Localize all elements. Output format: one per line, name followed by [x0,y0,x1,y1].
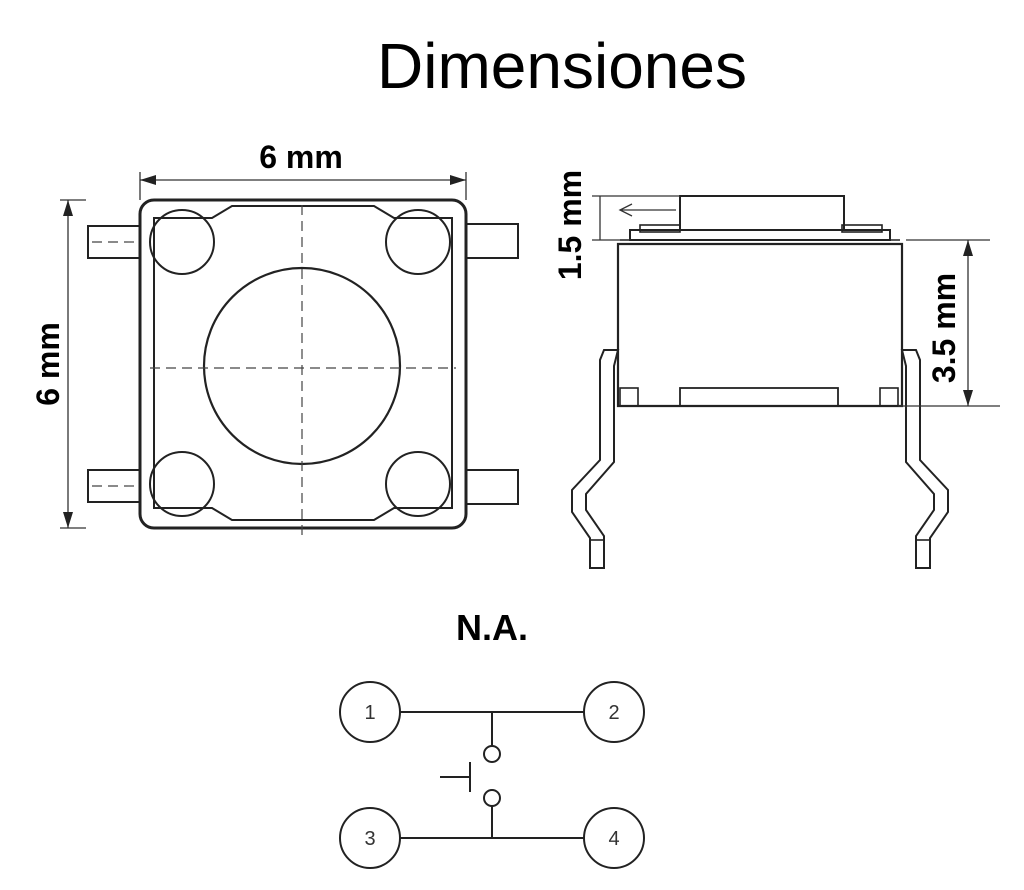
side-base [679,387,839,407]
body-height-label: 3.5 mm [926,273,962,383]
schematic-label: N.A. [456,607,528,648]
switch-body-outline [138,198,468,530]
switch-body-inner [153,205,453,521]
side-view: 1.5 mm 3.5 mm [552,170,1000,569]
switch-contact-bottom [483,789,501,807]
corner-hole-top-left [149,209,215,275]
page-title: Dimensiones [377,30,747,102]
side-body [616,242,904,408]
push-actuator-symbol [440,762,471,792]
pin-3-label: 3 [364,828,375,850]
schematic: N.A. 1 2 3 4 [339,607,645,869]
side-actuator [679,195,845,231]
pin-3: 3 [339,807,401,869]
terminal-top-right [465,223,519,259]
pin-2: 2 [583,681,645,743]
corner-hole-bottom-left [149,451,215,517]
actuator-height-dimension: 1.5 mm [552,170,680,280]
terminal-bottom-right [465,469,519,505]
actuator-height-label: 1.5 mm [552,170,588,280]
height-dimension: 6 mm [30,199,86,529]
corner-hole-top-right [385,209,451,275]
pin-1-label: 1 [364,702,375,724]
body-height-dimension: 3.5 mm [898,239,1000,407]
side-left-lead [571,349,620,569]
corner-hole-bottom-right [385,451,451,517]
top-view: 6 mm 6 mm [30,139,519,540]
pin-4-label: 4 [608,828,619,850]
switch-contact-top [483,745,501,763]
pin-2-label: 2 [608,702,619,724]
height-label: 6 mm [30,322,66,406]
pin-1: 1 [339,681,401,743]
pin-4: 4 [583,807,645,869]
width-dimension: 6 mm [139,139,467,200]
width-label: 6 mm [259,139,343,175]
terminal-bottom-left [87,469,141,503]
terminal-top-left [87,225,141,259]
